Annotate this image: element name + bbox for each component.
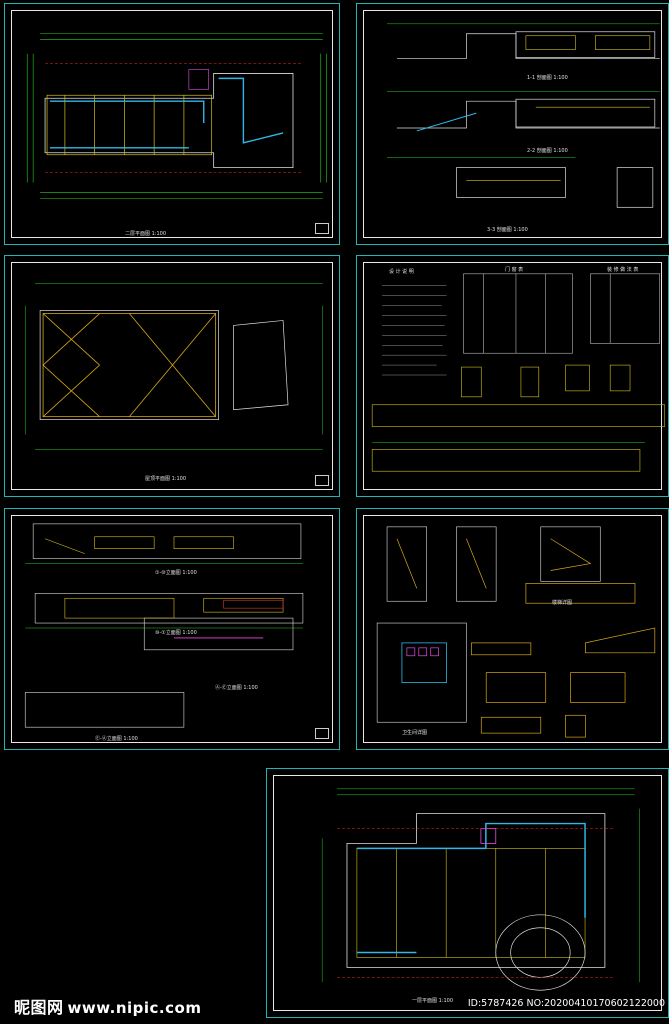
sheet-border	[363, 515, 662, 743]
notes-drawing	[371, 273, 666, 472]
stair-detail-caption: 楼梯详图	[552, 600, 573, 606]
details-drawing	[376, 526, 656, 738]
section-caption-3: 3-3 剖面图 1:100	[487, 227, 528, 233]
watermark-url: www.nipic.com	[67, 999, 202, 1017]
elevation-caption-1: ①-⑩立面图 1:100	[155, 570, 197, 576]
toilet-detail-caption: 卫生间详图	[402, 730, 428, 736]
sheet-sections: 1-1 剖面图 1:100 2-2 剖面图 1:100 3-3 剖面图 1:10…	[356, 3, 669, 245]
ground-plan-drawing	[321, 788, 640, 991]
section-caption-1: 1-1 剖面图 1:100	[527, 75, 568, 81]
watermark-logo-text: 昵图网	[14, 998, 64, 1017]
sheet-caption: 一层平面图 1:100	[412, 998, 453, 1004]
title-block	[315, 223, 329, 234]
sheet-second-floor-plan: 二层平面图 1:100	[4, 3, 340, 245]
sheet-border	[363, 10, 662, 238]
sheet-caption: 二层平面图 1:100	[125, 231, 166, 237]
notes-title: 设 计 说 明	[389, 269, 414, 275]
sheet-elevations: ①-⑩立面图 1:100 ⑩-①立面图 1:100 Ⓐ-Ⓔ立面图 1:100 Ⓔ…	[4, 508, 340, 750]
sheet-border	[11, 262, 333, 490]
sheet-border	[11, 515, 333, 743]
finish-table-title: 装 修 做 法 表	[607, 267, 639, 273]
sheet-border	[11, 10, 333, 238]
title-block	[315, 728, 329, 739]
elevation-caption-2: ⑩-①立面图 1:100	[155, 630, 197, 636]
sheet-border	[363, 262, 662, 490]
sheet-design-notes: 设 计 说 明 门 窗 表 装 修 做 法 表	[356, 255, 669, 497]
elevations-drawing	[24, 523, 304, 728]
sheet-details: 楼梯详图 卫生间详图	[356, 508, 669, 750]
title-block	[315, 475, 329, 486]
sheet-caption: 屋顶平面图 1:100	[145, 476, 186, 482]
door-window-table-title: 门 窗 表	[505, 267, 524, 273]
floor-plan-drawing	[26, 33, 328, 199]
sheet-ground-floor-plan: 一层平面图 1:100	[266, 768, 669, 1018]
watermark-id: ID:5787426 NO:20200410170602122000	[467, 998, 665, 1009]
section-caption-2: 2-2 剖面图 1:100	[527, 148, 568, 154]
sheet-border	[273, 775, 662, 1011]
roof-plan-drawing	[24, 283, 323, 450]
elevation-caption-3: Ⓐ-Ⓔ立面图 1:100	[215, 685, 258, 691]
elevation-caption-4: Ⓔ-Ⓐ立面图 1:100	[95, 736, 138, 742]
sheet-roof-plan: 屋顶平面图 1:100	[4, 255, 340, 497]
sections-drawing	[387, 23, 660, 208]
